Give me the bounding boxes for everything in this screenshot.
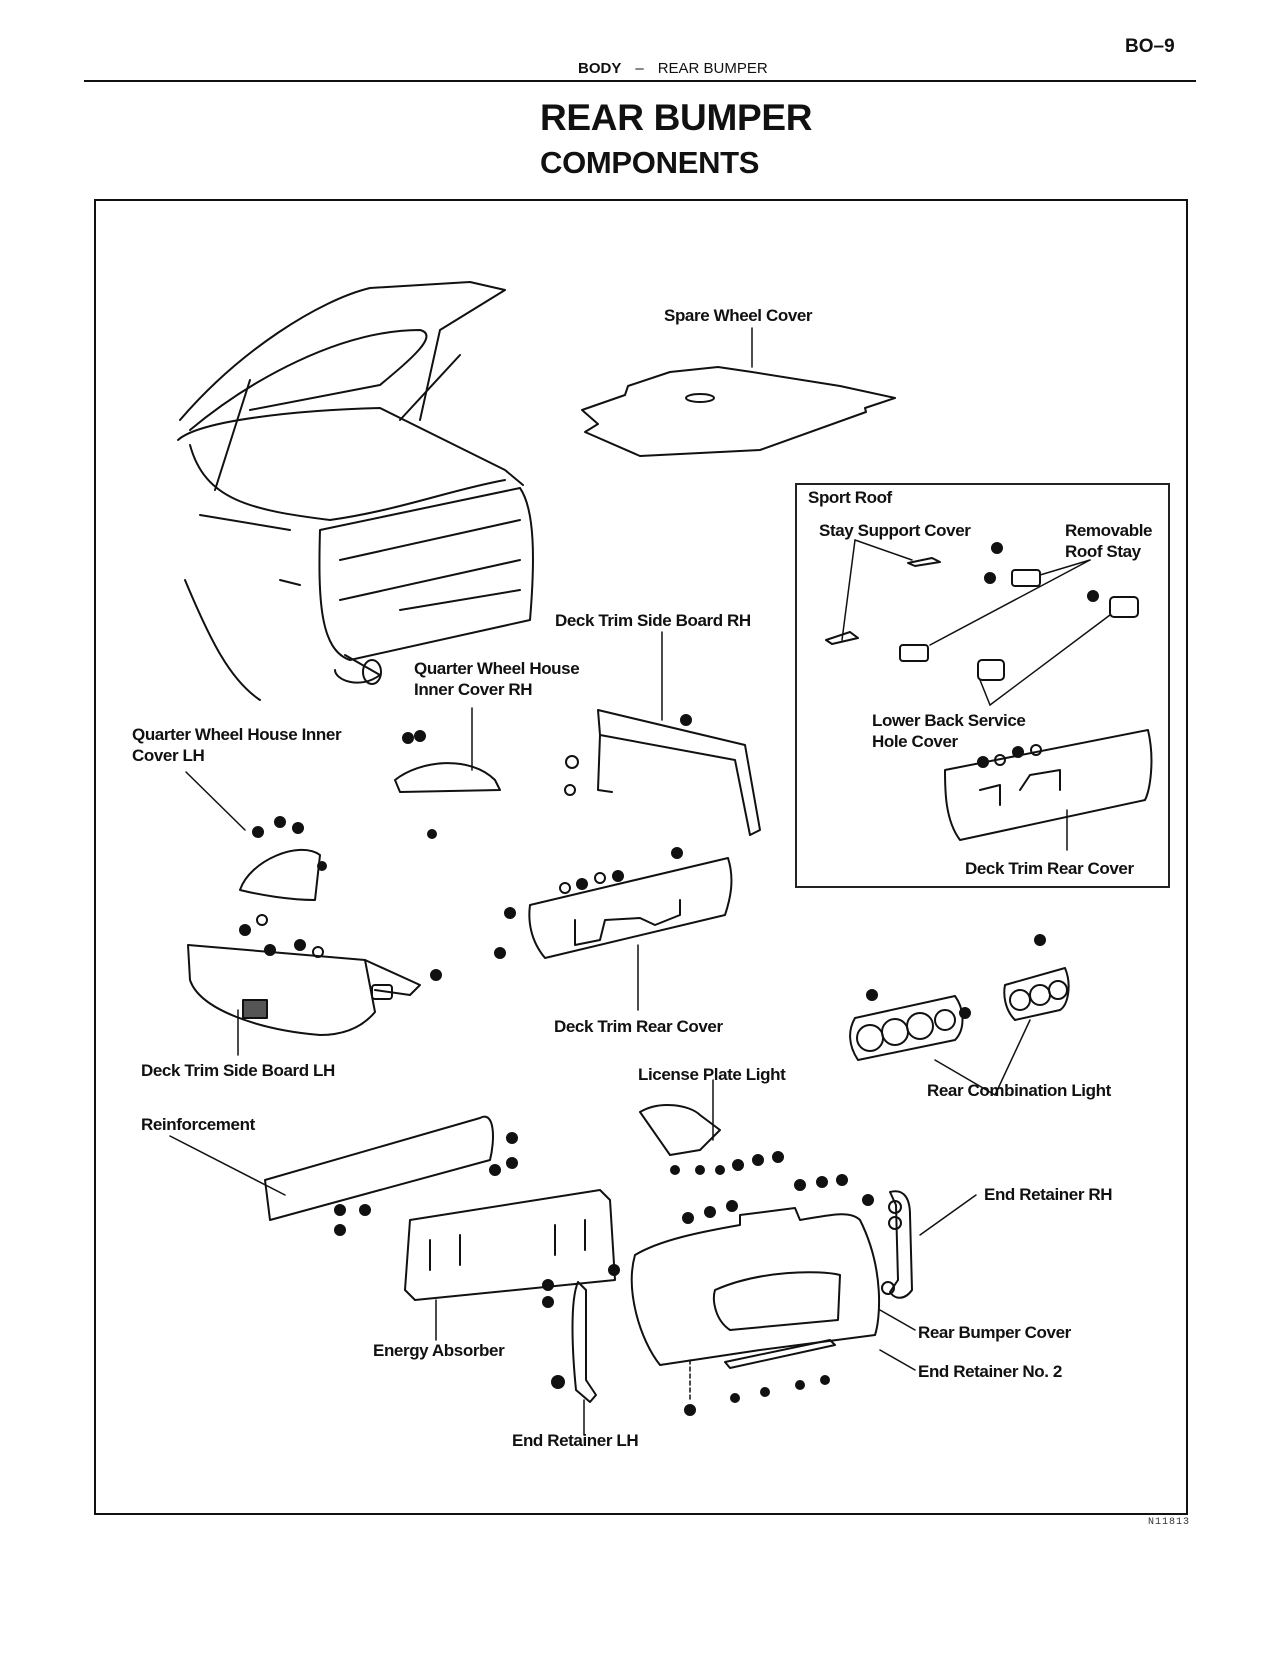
rear-bumper-cover-part [630,1207,881,1416]
label-quarter-wheel-house-inner-cover-lh: Quarter Wheel House Inner Cover LH [132,725,342,765]
label-end-retainer-lh: End Retainer LH [512,1431,639,1450]
header-rule [84,80,1196,82]
header-separator: – [635,60,644,77]
fasteners [682,1151,848,1224]
end-retainer-lh-part [542,1264,620,1436]
car-body-illustration [177,281,534,701]
label-end-retainer-no2: End Retainer No. 2 [918,1362,1062,1381]
license-plate-light-part [639,1079,725,1175]
reinforcement-part [169,1115,518,1236]
deck-trim-side-board-lh-part [187,914,442,1056]
sport-roof-inset-parts [825,539,1153,851]
figure-code: N11813 [1148,1517,1191,1528]
label-end-retainer-rh: End Retainer RH [984,1185,1113,1204]
inset-title: Sport Roof [808,488,892,507]
label-rear-bumper-cover: Rear Bumper Cover [918,1323,1071,1342]
header-subsection: REAR BUMPER [657,60,768,77]
label-removable-roof-stay: Removable Roof Stay [1065,521,1153,561]
page-subtitle: COMPONENTS [540,145,760,180]
running-header: BODY–REAR BUMPER [578,60,768,77]
page-title: REAR BUMPER [540,97,813,138]
energy-absorber-part [404,1189,616,1341]
label-license-plate-light: License Plate Light [638,1065,786,1084]
label-inset-deck-trim-rear-cover: Deck Trim Rear Cover [965,859,1134,878]
end-retainer-rh-part [862,1190,977,1331]
label-reinforcement: Reinforcement [141,1115,255,1134]
label-energy-absorber: Energy Absorber [373,1341,505,1360]
end-retainer-no2-part [724,1339,916,1403]
spare-wheel-cover-part [581,327,896,457]
label-deck-trim-rear-cover: Deck Trim Rear Cover [554,1017,723,1036]
label-lower-back-service-hole-cover: Lower Back Service Hole Cover [872,711,1026,751]
diagram-frame [94,199,1188,1515]
quarter-wheel-house-covers [185,707,501,901]
rear-combination-light-part [849,934,1070,1096]
label-quarter-wheel-house-inner-cover-rh: Quarter Wheel House Inner Cover RH [414,659,580,699]
label-spare-wheel-cover: Spare Wheel Cover [664,306,813,325]
label-rear-combination-light: Rear Combination Light [927,1081,1111,1100]
label-deck-trim-side-board-lh: Deck Trim Side Board LH [141,1061,335,1080]
header-section: BODY [578,60,622,77]
label-deck-trim-side-board-rh: Deck Trim Side Board RH [555,611,751,630]
sport-roof-inset [795,483,1170,888]
label-stay-support-cover: Stay Support Cover [819,521,971,540]
deck-trim-side-board-rh-part [564,631,761,836]
page-number: BO–9 [1125,36,1175,57]
deck-trim-rear-cover-part [494,847,733,1011]
